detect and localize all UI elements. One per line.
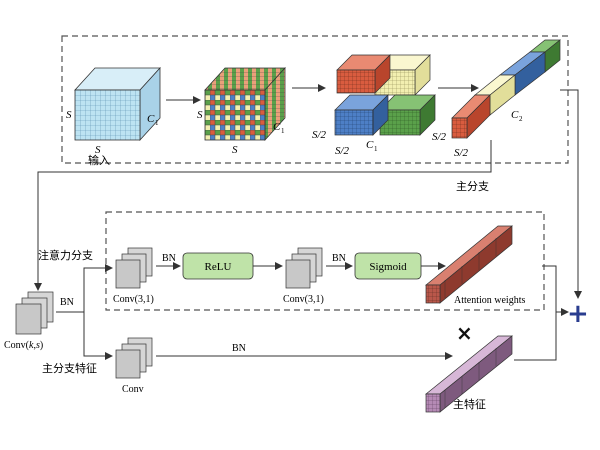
input-s-left: S	[66, 109, 72, 121]
split-s2-bottom: S/2	[335, 145, 350, 157]
relu-label: ReLU	[205, 261, 232, 273]
main-conv-label: Conv	[122, 384, 144, 395]
concat-bar	[451, 39, 561, 139]
conv-s-left: S	[197, 109, 203, 121]
conv31-a-block	[115, 247, 153, 289]
attention-weights-bar	[425, 225, 513, 304]
conv-feature-cube	[204, 66, 286, 142]
input-label: 输入	[88, 153, 110, 167]
split-s2-left: S/2	[312, 129, 327, 141]
arrow-concat-to-plus	[560, 89, 582, 299]
conv-c1-sub: 1	[281, 127, 285, 135]
arrow-to-main-conv	[83, 312, 113, 360]
main-feature-label: 主特征	[453, 397, 486, 411]
input-c1: C	[147, 113, 155, 125]
attention-weights-label: Attention weights	[454, 295, 525, 306]
attention-dashed-region	[105, 211, 545, 311]
multiply-sign: ×	[456, 321, 473, 345]
conv-ks-label: Conv(k,s)	[4, 340, 43, 351]
product-connector	[514, 265, 557, 361]
bn-before-sigmoid: BN	[332, 253, 346, 264]
concat-s2-left: S/2	[432, 131, 447, 143]
plus-sign: +	[567, 299, 589, 329]
concat-c2-sub: 2	[519, 115, 523, 123]
attention-branch-label: 注意力分支	[38, 248, 93, 262]
arrow-to-attention	[83, 264, 113, 312]
main-conv-block	[115, 337, 153, 379]
conv-s-bottom: S	[232, 144, 238, 156]
split-c1: C	[366, 139, 374, 151]
split-c1-sub: 1	[374, 145, 378, 153]
conv31-b-block	[285, 247, 323, 289]
sigmoid-label: Sigmoid	[369, 261, 407, 273]
conv31-a-label: Conv(3,1)	[113, 294, 154, 305]
conv-c1: C	[273, 121, 281, 133]
bn-after-convks: BN	[60, 297, 74, 308]
input-s-bottom: S	[95, 144, 101, 156]
bn-before-relu: BN	[162, 253, 176, 264]
top-dashed-region	[61, 35, 569, 164]
split-cubes	[334, 54, 436, 136]
main-feature-bar	[425, 335, 513, 413]
concat-s2-bottom: S/2	[454, 147, 469, 159]
conv31-b-label: Conv(3,1)	[283, 294, 324, 305]
bn-main-branch: BN	[232, 343, 246, 354]
arrow-main-branch	[34, 140, 492, 291]
conv-ks-block	[15, 291, 54, 335]
main-branch-label: 主分支	[456, 180, 489, 193]
input-c1-sub: 1	[155, 119, 159, 127]
main-branch-feature-label: 主分支特征	[42, 361, 97, 375]
concat-c2: C	[511, 109, 519, 121]
input-cube	[74, 66, 161, 142]
